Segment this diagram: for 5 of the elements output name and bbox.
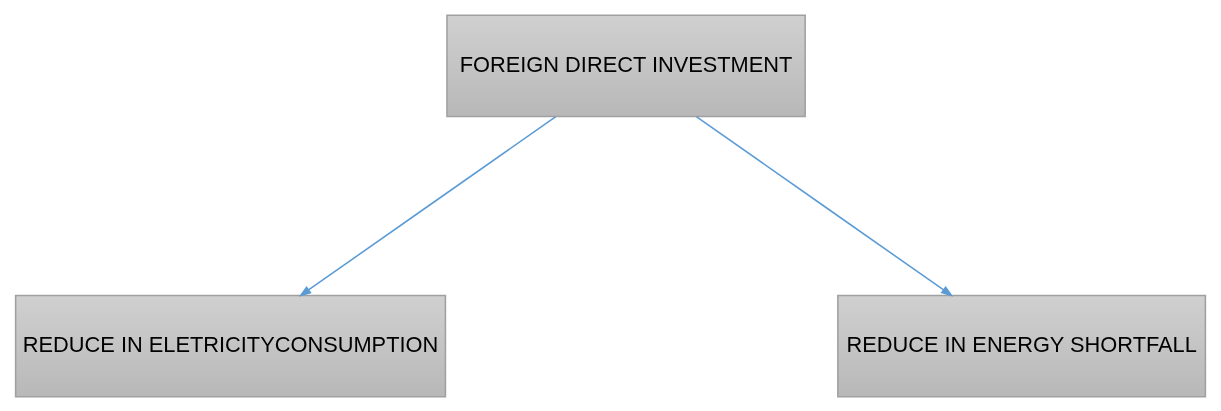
arrow: [298, 115, 557, 297]
arrow: [695, 115, 954, 297]
node-box: REDUCE IN ENERGY SHORTFALL: [837, 294, 1207, 398]
node-box: FOREIGN DIRECT INVESTMENT: [446, 13, 806, 117]
node-box: REDUCE IN ELETRICITYCONSUMPTION: [14, 294, 447, 398]
